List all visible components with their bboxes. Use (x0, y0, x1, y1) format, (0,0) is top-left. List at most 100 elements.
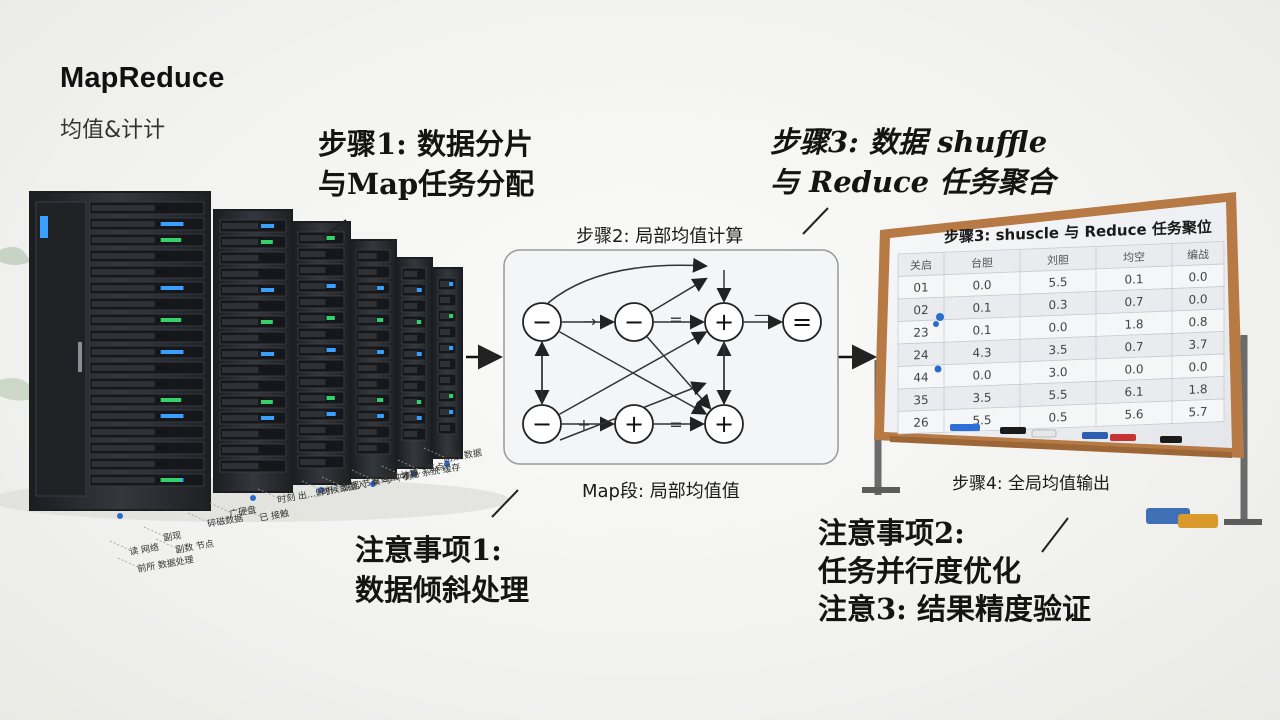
board-cell: 01 (913, 280, 928, 295)
board-dot (936, 313, 944, 321)
drive-bay (440, 313, 450, 319)
board-header-cell: 关启 (910, 258, 932, 273)
rack-node-marker (444, 461, 450, 467)
board-cell: 0.1 (972, 300, 991, 315)
server-rack-group (29, 191, 463, 519)
board-header-cell: 编战 (1187, 247, 1209, 262)
node-symbol: + (714, 308, 734, 336)
rack-node-marker (370, 481, 376, 487)
drive-bay (440, 345, 450, 351)
drive-bay (92, 269, 155, 275)
step1-line1: 步骤1: 数据分片 (318, 127, 533, 161)
drive-bay (358, 301, 377, 307)
server-rack (29, 191, 211, 519)
drive-bay (92, 413, 155, 419)
status-led-blue (326, 348, 336, 352)
drive-bay (222, 447, 259, 453)
diagram-edge (559, 331, 708, 415)
step1-line2: 与Map任务分配 (318, 167, 535, 201)
board-cell: 0.7 (1124, 295, 1143, 310)
eraser-blocks (1146, 508, 1218, 528)
node-symbol: − (532, 410, 552, 438)
drive-bay (404, 303, 418, 309)
step2-label: 步骤2: 局部均值计算 (576, 226, 744, 247)
drive-bay (358, 269, 377, 275)
drive-bay (300, 427, 326, 433)
status-led-green (416, 400, 422, 404)
door-handle (78, 342, 82, 372)
drive-bay (222, 399, 259, 405)
drive-bay (92, 461, 155, 467)
callout-leader (143, 526, 167, 538)
board-cell: 5.5 (1048, 275, 1067, 290)
drive-bay (358, 365, 377, 371)
rack-node-marker (411, 471, 417, 477)
board-header-cell: 刘胆 (1047, 253, 1069, 267)
board-cell: 3.7 (1188, 337, 1207, 352)
drive-bay (404, 415, 418, 421)
server-rack (213, 209, 293, 501)
drive-bay (300, 267, 326, 273)
drive-bay (440, 361, 450, 367)
node-symbol: = (792, 308, 812, 336)
server-rack (349, 239, 397, 487)
status-led-blue (377, 286, 384, 290)
drive-bay (92, 205, 155, 211)
board-cell: 5.7 (1188, 405, 1207, 420)
note2-line1: 注意事项2: (818, 516, 965, 550)
drive-bay (222, 431, 259, 437)
board-cell: 0.1 (972, 323, 991, 338)
board-cell: 6.1 (1124, 385, 1143, 400)
board-cell: 0.1 (1124, 272, 1143, 287)
map-diagram-panel (503, 249, 839, 465)
board-cell: 3.5 (972, 390, 991, 405)
drive-bay (300, 283, 326, 289)
board-cell: 5.5 (1048, 387, 1067, 402)
status-led-blue (160, 286, 184, 290)
server-rack (395, 257, 433, 477)
board-cell: 0.0 (972, 278, 991, 293)
board-cell: 1.8 (1124, 317, 1143, 332)
callout-leader (397, 459, 421, 471)
diagram-edge (650, 277, 708, 313)
node-circle (704, 404, 744, 444)
status-led-green (377, 318, 384, 322)
drive-bay (92, 429, 155, 435)
drive-bay (92, 285, 155, 291)
drive-bay (440, 393, 450, 399)
drive-bay (404, 351, 418, 357)
note1-line2: 数据倾斜处理 (355, 573, 530, 607)
board-cell: 5.5 (972, 413, 991, 428)
server-rack (431, 267, 463, 467)
drive-bay (358, 445, 377, 451)
drive-bay (222, 255, 259, 261)
edge-label: + (577, 415, 590, 434)
board-cell: 0.0 (1124, 362, 1143, 377)
board-cell: 02 (913, 303, 928, 318)
callout-leader (187, 512, 211, 524)
status-led-green (449, 394, 454, 398)
pointer-step3 (802, 207, 829, 235)
board-cell: 0.0 (1188, 270, 1207, 285)
status-led-green (449, 314, 454, 318)
status-led-blue (377, 350, 384, 354)
rack-callout-text: 副现 (163, 530, 183, 544)
drive-bay (404, 399, 418, 405)
drive-bay (404, 335, 418, 341)
rack-callout-text: 前所 数据处理 (136, 553, 194, 575)
board-cell: 0.7 (1124, 340, 1143, 355)
drive-bay (358, 429, 377, 435)
status-led-green (160, 478, 182, 482)
callout-leader (257, 488, 281, 500)
step3-label: 步骤3: 数据 shuffle 与 Reduce 任务聚合 (770, 122, 1055, 202)
pointer-step1 (321, 219, 347, 239)
note1-line1: 注意事项1: (355, 533, 502, 567)
rack-callout-text: 读 网络 (128, 541, 160, 558)
drive-bay (404, 271, 418, 277)
drive-bay (222, 335, 259, 341)
step4-label: 步骤4: 全局均值输出 (952, 474, 1110, 494)
board-dot (933, 321, 939, 327)
edge-label: = (669, 310, 682, 329)
status-led-green (160, 398, 182, 402)
status-led-blue (449, 410, 454, 414)
